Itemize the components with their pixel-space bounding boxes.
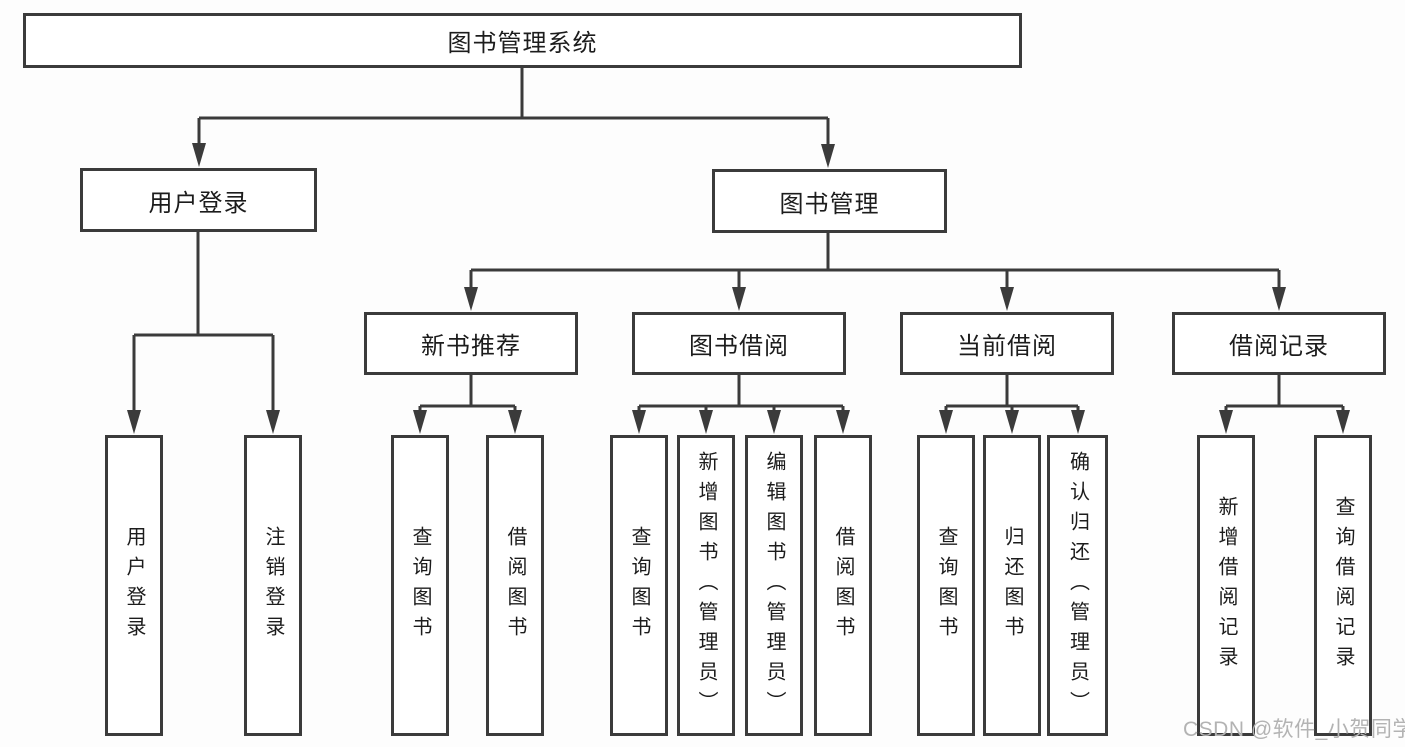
leaf-label: 归还图书 [1001, 525, 1023, 646]
leaf-user-login: 用户登录 [105, 435, 163, 736]
connector-borrowrecord-to-leaves [1224, 375, 1345, 411]
leaf-query-borrow-record: 查询借阅记录 [1314, 435, 1372, 736]
node-label: 图书管理 [779, 190, 880, 218]
connector-userlogin-to-leaves [132, 232, 275, 411]
arrowheads-userlogin-leaves [127, 410, 280, 434]
leaf-label: 编辑图书（管理员） [763, 450, 785, 721]
leaf-borrow-books-borrowing: 借阅图书 [814, 435, 872, 736]
leaf-borrow-books-recommend: 借阅图书 [486, 435, 544, 736]
leaf-label: 查询图书 [409, 525, 431, 646]
leaf-label: 查询图书 [628, 525, 650, 646]
arrowheads-leaves [413, 410, 1350, 434]
node-book-management: 图书管理 [712, 169, 947, 233]
connector-currentborrow-to-leaves [944, 375, 1080, 411]
leaf-label: 用户登录 [123, 525, 145, 646]
leaf-add-borrow-record: 新增借阅记录 [1197, 435, 1255, 736]
connector-newbook-to-leaves [418, 375, 517, 411]
leaf-query-books-current: 查询图书 [917, 435, 975, 736]
leaf-label: 确认归还（管理员） [1066, 450, 1089, 721]
csdn-watermark: CSDN @软件_小贺同学 [1183, 718, 1405, 741]
leaf-label: 查询借阅记录 [1332, 495, 1354, 676]
leaf-label: 新增图书（管理员） [695, 450, 717, 721]
leaf-logout: 注销登录 [244, 435, 302, 736]
connector-root-to-level2 [197, 68, 830, 145]
node-label: 用户登录 [148, 189, 249, 217]
leaf-label: 借阅图书 [504, 525, 526, 646]
connector-bookmgmt-to-level3 [469, 233, 1281, 288]
node-new-book-recommend: 新书推荐 [364, 312, 578, 375]
connector-bookborrow-to-leaves [637, 375, 845, 411]
node-label: 图书借阅 [689, 333, 789, 360]
leaf-add-book-admin: 新增图书（管理员） [677, 435, 735, 736]
leaf-label: 新增借阅记录 [1215, 495, 1237, 676]
node-book-borrowing: 图书借阅 [632, 312, 846, 375]
node-label: 图书管理系统 [447, 30, 598, 57]
arrowheads-level3 [464, 287, 1286, 311]
node-library-management-system: 图书管理系统 [23, 13, 1022, 68]
node-label: 当前借阅 [957, 333, 1057, 360]
leaf-query-books-recommend: 查询图书 [391, 435, 449, 736]
leaf-edit-book-admin: 编辑图书（管理员） [745, 435, 803, 736]
node-user-login: 用户登录 [80, 168, 317, 232]
node-current-borrowing: 当前借阅 [900, 312, 1114, 375]
leaf-label: 注销登录 [262, 525, 284, 646]
node-borrowing-records: 借阅记录 [1172, 312, 1386, 375]
leaf-label: 查询图书 [935, 525, 957, 646]
arrowheads-level2 [192, 143, 835, 168]
leaf-confirm-return-admin: 确认归还（管理员） [1047, 435, 1108, 736]
node-label: 新书推荐 [421, 333, 521, 360]
node-label: 借阅记录 [1229, 333, 1329, 360]
leaf-query-books-borrowing: 查询图书 [610, 435, 668, 736]
leaf-label: 借阅图书 [832, 525, 854, 646]
leaf-return-book: 归还图书 [983, 435, 1041, 736]
